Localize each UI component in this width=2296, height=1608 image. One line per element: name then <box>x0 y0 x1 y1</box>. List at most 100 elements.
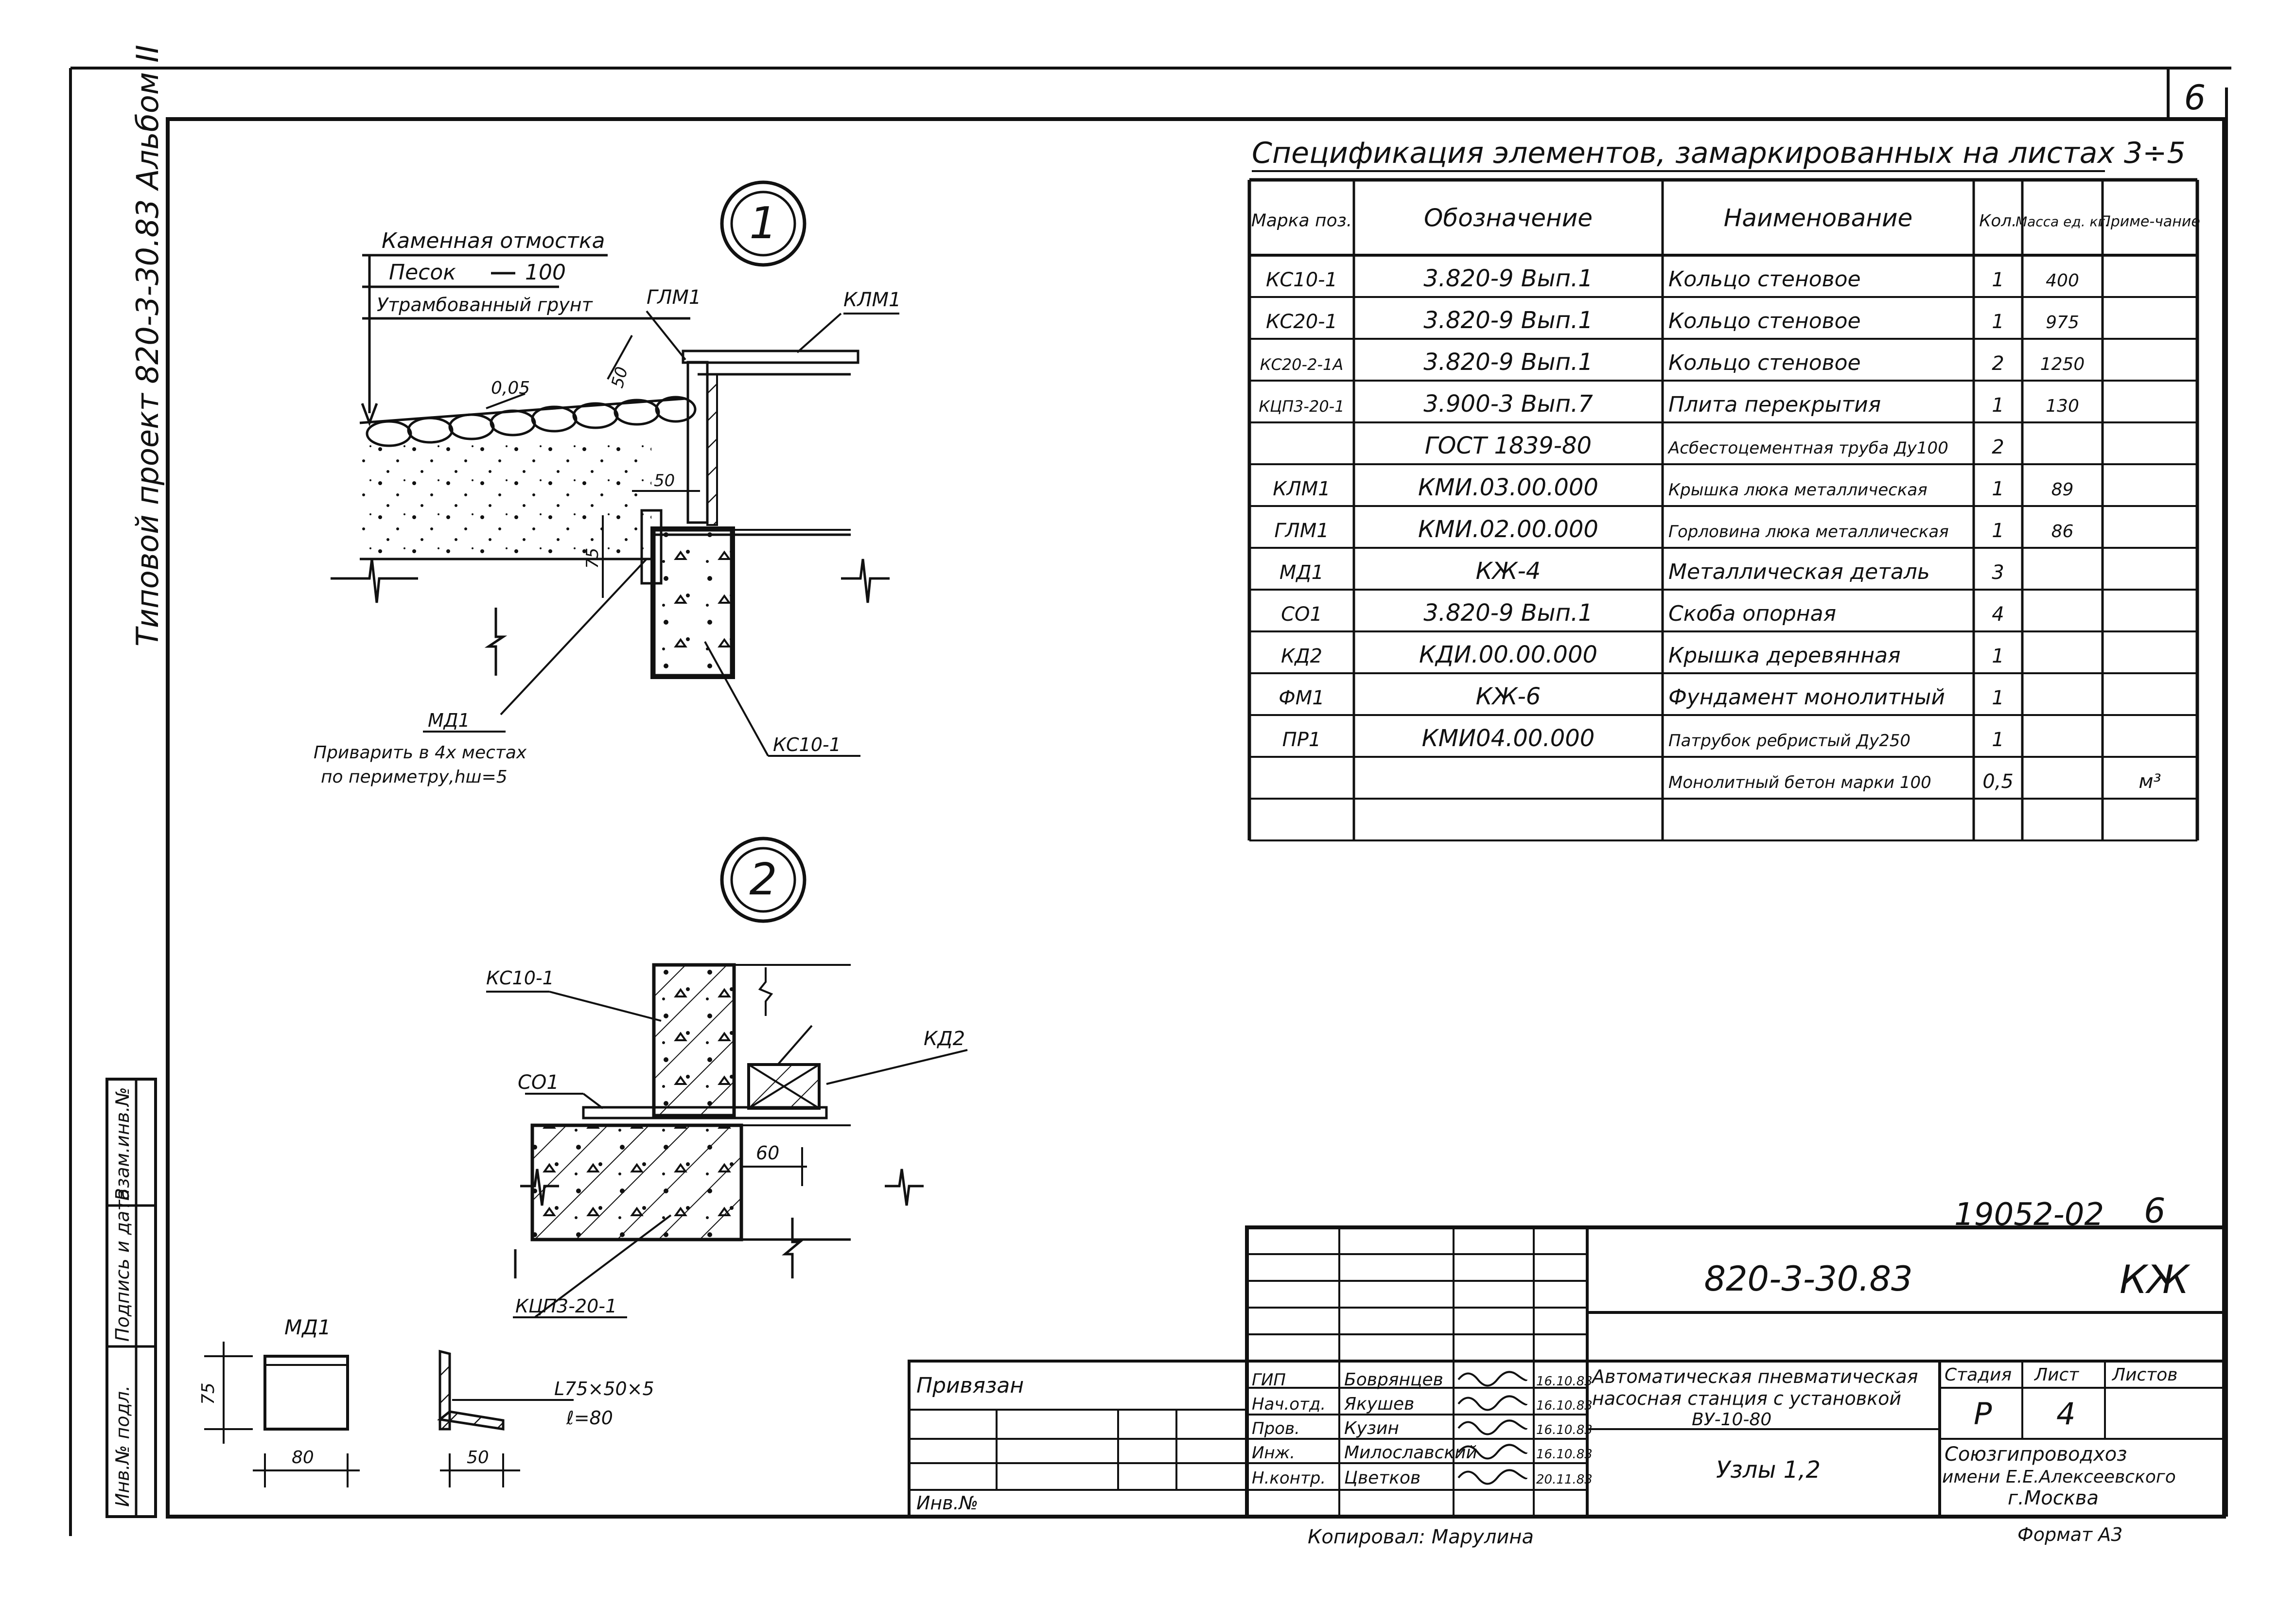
spec-header-cell: Обозначение <box>1424 204 1593 232</box>
signature-scribble <box>1457 1444 1527 1460</box>
label-soil: Утрамбованный грунт <box>377 294 594 315</box>
signature-name: Якушев <box>1344 1394 1414 1414</box>
corner-sheet-number: 6 <box>2184 78 2206 118</box>
spec-cell: 1 <box>1992 478 2004 500</box>
spec-cell: КС20-1 <box>1266 311 1337 333</box>
signature-role: Нач.отд. <box>1252 1395 1326 1414</box>
signature-date: 20.11.83 <box>1536 1472 1593 1487</box>
signature-scribble <box>1457 1469 1527 1485</box>
side-stamp-label: Взам.инв.№ <box>112 1087 133 1201</box>
spec-header-cell: Наименование <box>1724 204 1913 232</box>
md1-detail: МД1 75 80 L75×50×5 ℓ=80 50 <box>198 1315 654 1487</box>
spec-cell: КДИ.00.00.000 <box>1419 641 1597 668</box>
sheet-format: Формат А3 <box>2017 1524 2122 1545</box>
label-md1: МД1 <box>428 710 470 731</box>
spec-cell: 3 <box>1992 561 2004 584</box>
spec-cell: ГЛМ1 <box>1274 520 1329 542</box>
spec-cell: Кольцо стеновое <box>1668 267 1861 292</box>
label-co1: СО1 <box>518 1071 559 1094</box>
md1-dim-75: 75 <box>198 1382 218 1405</box>
spec-cell: ПР1 <box>1282 729 1321 751</box>
detail-2-marker: 2 <box>749 854 777 905</box>
sheet-label: Лист <box>2033 1365 2079 1385</box>
spec-cell: КД2 <box>1281 645 1322 667</box>
side-stamp: Инв.№ подл. Подпись и дата Взам.инв.№ <box>105 1078 157 1518</box>
label-slope: 0,05 <box>491 378 530 398</box>
md1-title: МД1 <box>284 1315 331 1339</box>
label-ks10-1-d2: КС10-1 <box>486 967 554 989</box>
spec-cell: 1 <box>1992 269 2004 291</box>
signature-date: 16.10.83 <box>1536 1398 1593 1413</box>
spec-cell: Асбестоцементная труба Ду100 <box>1667 438 1948 458</box>
spec-cell: Горловина люка металлическая <box>1668 522 1949 542</box>
spec-cell: Фундамент монолитный <box>1668 685 1945 710</box>
spec-cell: 975 <box>2046 313 2079 332</box>
org-line-1: Союзгипроводхоз <box>1945 1443 2127 1466</box>
spec-cell: Патрубок ребристый Ду250 <box>1668 731 1910 751</box>
spec-cell: 3.820-9 Вып.1 <box>1423 599 1593 627</box>
doc-code: 820-3-30.83 <box>1704 1259 1912 1299</box>
spec-cell: Плита перекрытия <box>1668 392 1881 417</box>
spec-cell: ГОСТ 1839-80 <box>1425 432 1592 459</box>
spec-cell: 2 <box>1992 436 2004 458</box>
signature-date: 16.10.83 <box>1536 1374 1593 1389</box>
drawing-title: Узлы 1,2 <box>1716 1456 1821 1484</box>
label-ks10-1: КС10-1 <box>773 734 841 755</box>
md1-dim-50: 50 <box>467 1448 489 1468</box>
org-line-2: имени Е.Е.Алексеевского <box>1942 1467 2176 1487</box>
label-sand-thickness: 100 <box>525 260 566 285</box>
project-line-2: насосная станция с установкой <box>1592 1388 1901 1409</box>
signature-name: Кузин <box>1344 1418 1399 1438</box>
spec-cell: КЖ-4 <box>1476 558 1541 585</box>
sheet-frame <box>69 67 2231 1536</box>
spec-cell: Кольцо стеновое <box>1668 309 1861 333</box>
spec-cell: 3.820-9 Вып.1 <box>1423 265 1593 292</box>
spec-header-cell: Марка поз. <box>1251 211 1352 231</box>
spec-cell: 89 <box>2051 480 2074 500</box>
spec-cell: КМИ04.00.000 <box>1422 725 1595 752</box>
spec-cell: м³ <box>2138 770 2161 793</box>
weld-note-2: по периметру,hш=5 <box>321 767 508 787</box>
spec-header-cell: Масса ед. кг. <box>2016 214 2109 230</box>
md1-profile: L75×50×5 <box>554 1378 654 1399</box>
signature-name: Милославский <box>1344 1443 1477 1463</box>
signature-scribble <box>1457 1419 1527 1435</box>
spec-cell: КС20-2-1А <box>1260 355 1343 374</box>
spec-cell: 1 <box>1992 729 2004 751</box>
bound-label: Привязан <box>916 1373 1024 1398</box>
spec-cell: 3.900-3 Вып.7 <box>1423 390 1593 418</box>
signature-role: Инж. <box>1252 1443 1295 1463</box>
spec-title: Спецификация элементов, замаркированных … <box>1252 136 2186 170</box>
copied-by: Копировал: Марулина <box>1308 1526 1534 1548</box>
side-stamp-label: Инв.№ подл. <box>112 1385 133 1507</box>
signature-role: Н.контр. <box>1252 1468 1326 1488</box>
copy-sheet: 6 <box>2144 1191 2166 1231</box>
signature-scribble <box>1457 1395 1527 1411</box>
signature-role: Пров. <box>1252 1419 1300 1438</box>
spec-cell: Крышка деревянная <box>1668 643 1901 668</box>
specification: Спецификация элементов, замаркированных … <box>1252 136 2186 172</box>
spec-cell: 400 <box>2046 271 2079 291</box>
signature-name: Цветков <box>1344 1468 1420 1488</box>
detail-1: 1 Каменная отмостка Песок 100 Утрамбован… <box>314 180 901 787</box>
spec-cell: КМИ.02.00.000 <box>1418 516 1598 543</box>
weld-note-1: Приварить в 4х местах <box>314 743 527 763</box>
spec-cell: 1 <box>1992 394 2004 417</box>
label-paving: Каменная отмостка <box>382 228 605 253</box>
signature-name: Боврянцев <box>1344 1370 1443 1390</box>
spec-cell: 0,5 <box>1982 770 2014 793</box>
spec-cell: КМИ.03.00.000 <box>1418 474 1598 501</box>
spec-cell: 2 <box>1992 352 2004 375</box>
label-glm1: ГЛМ1 <box>647 286 701 309</box>
title-block <box>908 1225 2226 1519</box>
side-stamp-label: Подпись и дата <box>112 1189 133 1342</box>
spec-cell: 130 <box>2046 396 2079 416</box>
spec-cell: 1 <box>1992 645 2004 667</box>
spec-cell: 1250 <box>2040 354 2085 374</box>
sheets-label: Листов <box>2111 1365 2177 1385</box>
detail-2: 2 КД2 СО1 60 КС10 <box>486 837 968 1318</box>
spec-cell: МД1 <box>1279 561 1324 584</box>
spec-cell: КЖ-6 <box>1476 683 1541 710</box>
inv-label: Инв.№ <box>916 1492 978 1514</box>
